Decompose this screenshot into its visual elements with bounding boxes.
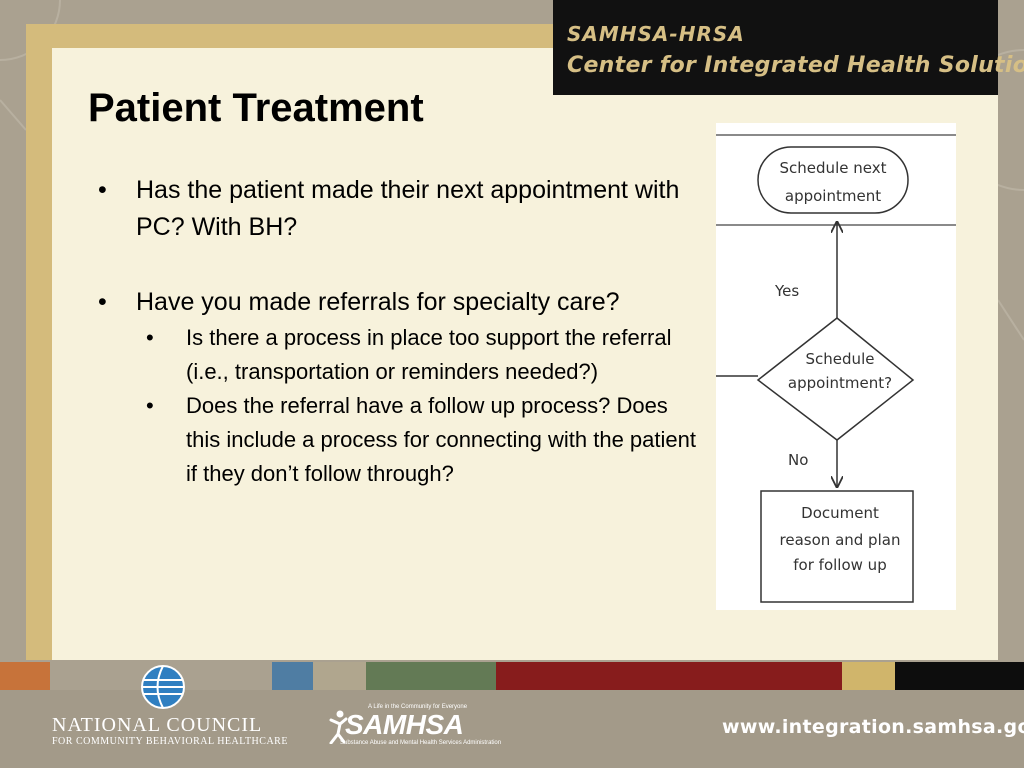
sub-bullet-item: • Does the referral have a follow up pro… [146,389,708,491]
color-stripe-orange [0,662,50,690]
sub-bullet-item: • Is there a process in place too suppor… [146,321,708,389]
bullet-marker: • [98,288,107,316]
bullet-marker: • [98,176,107,204]
page-title: Patient Treatment [88,86,424,130]
yes-label: Yes [774,282,799,300]
sub-bullet-text: Does the referral have a follow up proce… [186,393,696,486]
bullet-item: • Has the patient made their next appoin… [98,172,708,246]
terminal-label: appointment [785,187,881,205]
samhsa-subtitle: Substance Abuse and Mental Health Servic… [340,740,502,746]
national-council-globe-icon [141,665,185,709]
national-council-name: NATIONAL COUNCIL [52,714,263,736]
decision-label: Schedule [806,350,875,368]
bullet-item: • Have you made referrals for specialty … [98,284,708,321]
color-stripe-red [496,662,842,690]
no-label: No [788,451,808,469]
color-stripe-gold [842,662,895,690]
sub-bullet-text: Is there a process in place too support … [186,325,672,384]
flowchart-svg: Schedule next appointment Yes Schedule a… [716,134,956,603]
color-stripe-green [366,662,496,690]
flowchart: Schedule next appointment Yes Schedule a… [716,123,956,610]
bullet-text: Have you made referrals for specialty ca… [136,288,620,316]
header-banner: SAMHSA-HRSA Center for Integrated Health… [553,0,1024,95]
samhsa-tagline: A Life in the Community for Everyone [368,704,468,710]
color-stripe-black [895,662,1024,690]
color-stripe-blue [272,662,313,690]
color-stripe-tan [313,662,366,690]
header-center-name: Center for Integrated Health Solutions [567,53,1024,78]
bullet-text: Has the patient made their next appointm… [136,176,680,241]
terminal-node [757,146,909,214]
terminal-label: Schedule next [780,159,887,177]
national-council-subtitle: FOR COMMUNITY BEHAVIORAL HEALTHCARE [52,736,288,747]
samhsa-logo-text: SAMHSA [345,709,464,740]
process-label: reason and plan [780,531,901,549]
process-label: Document [801,504,879,522]
header-org: SAMHSA-HRSA [567,22,745,46]
website-url: www.integration.samhsa.gov [722,716,1024,738]
bullet-marker: • [146,325,154,350]
bullet-list: • Has the patient made their next appoin… [98,172,708,491]
process-label: for follow up [793,556,886,574]
decision-label: appointment? [788,374,892,392]
samhsa-figure-icon [329,710,348,744]
bullet-marker: • [146,393,154,418]
process-node [760,490,914,603]
